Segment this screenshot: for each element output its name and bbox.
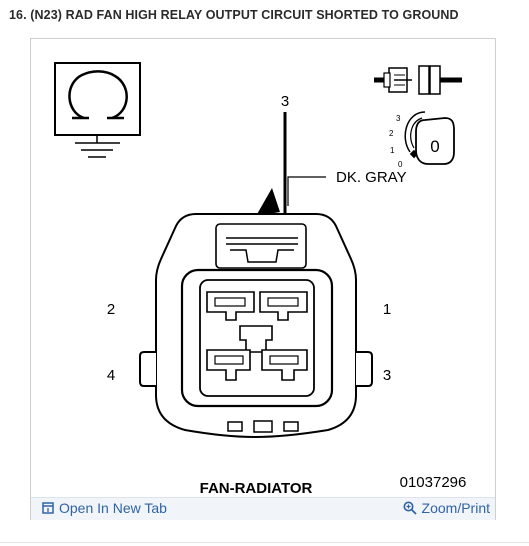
- svg-text:1: 1: [390, 146, 395, 155]
- pin-label-3: 3: [383, 367, 391, 384]
- ignition-key-icon: 3 2 1 0 0: [389, 111, 455, 169]
- wire-color-label: DK. GRAY: [336, 169, 407, 186]
- open-tab-label: Open In New Tab: [59, 500, 167, 516]
- pin-label-4: 4: [107, 367, 115, 384]
- open-in-new-tab-link[interactable]: Open In New Tab: [42, 500, 167, 516]
- open-tab-icon: [42, 502, 54, 514]
- pin-label-1: 1: [383, 301, 391, 318]
- ground-icon: [75, 135, 120, 158]
- svg-text:0: 0: [430, 137, 439, 156]
- figure-footer: Open In New Tab Zoom/Print: [31, 497, 495, 520]
- page-divider: [0, 542, 529, 543]
- disconnected-connector-icon: [374, 65, 462, 95]
- figure-number: 01037296: [400, 474, 467, 491]
- zoom-print-label: Zoom/Print: [421, 500, 490, 516]
- fan-radiator-connector: [139, 213, 373, 439]
- probe-pin-label: 3: [281, 93, 289, 110]
- svg-text:3: 3: [396, 114, 401, 123]
- svg-text:0: 0: [398, 160, 403, 169]
- pin-label-2: 2: [107, 301, 115, 318]
- svg-text:2: 2: [389, 129, 394, 138]
- ohmmeter-icon: [54, 62, 141, 136]
- zoom-print-link[interactable]: Zoom/Print: [403, 500, 490, 516]
- connector-name: FAN-RADIATOR: [200, 480, 313, 497]
- step-heading: 16. (N23) RAD FAN HIGH RELAY OUTPUT CIRC…: [9, 8, 459, 22]
- zoom-icon: [403, 501, 417, 515]
